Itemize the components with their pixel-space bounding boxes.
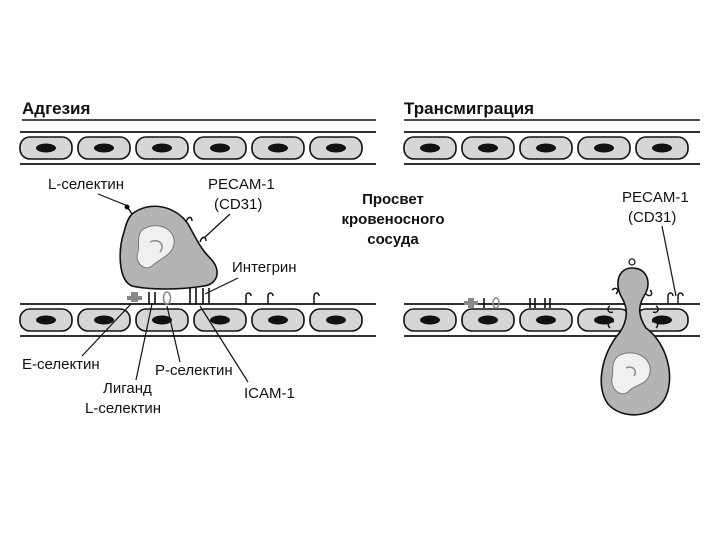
- label-ligand-1: Лиганд: [103, 380, 152, 397]
- endothelial-nucleus: [36, 143, 56, 153]
- endothelial-nucleus: [326, 315, 346, 325]
- endothelial-nucleus: [420, 315, 440, 325]
- endothelial-nucleus: [268, 143, 288, 153]
- endothelial-nucleus: [594, 315, 614, 325]
- endothelial-nucleus: [268, 315, 288, 325]
- endothelial-nucleus: [152, 143, 172, 153]
- endothelial-nucleus: [536, 143, 556, 153]
- leukocyte-nucleus: [136, 225, 175, 269]
- endothelial-nucleus: [478, 143, 498, 153]
- leader-icam: [199, 305, 249, 383]
- label-pecam-left-2: (CD31): [214, 196, 262, 213]
- lumen-label-line1: Просвет: [362, 191, 424, 208]
- label-pecam-left-1: PECAM-1: [208, 176, 275, 193]
- title-transmigration: Трансмиграция: [404, 99, 534, 118]
- endothelium-top-right: [403, 131, 700, 165]
- label-e-selectin: E-селектин: [22, 356, 100, 373]
- lumen-label-line2: кровеносного: [341, 211, 444, 228]
- leader-pecam-left: [203, 213, 231, 239]
- label-icam: ICAM-1: [244, 385, 295, 402]
- label-pecam-right-1: PECAM-1: [622, 189, 689, 206]
- leader-p-selectin: [166, 305, 181, 363]
- leader-l-selectin: [97, 193, 129, 207]
- endothelial-nucleus: [594, 143, 614, 153]
- transmigration-molecules: [464, 297, 551, 309]
- leukocyte-transmigrating: [600, 258, 671, 416]
- leader-integrin: [204, 277, 239, 295]
- leukocyte-nucleus-transmigrating: [611, 352, 651, 395]
- endothelial-nucleus: [210, 143, 230, 153]
- leader-ligand: [135, 303, 153, 381]
- endothelium-bottom-left: [19, 303, 376, 337]
- endothelium-bottom-right: [403, 303, 700, 337]
- pecam-hooks-transmigration: [607, 287, 684, 329]
- l-selectin-marker: [124, 204, 133, 215]
- endothelial-nucleus: [94, 143, 114, 153]
- label-integrin: Интегрин: [232, 259, 297, 276]
- leukocyte-adhesion: [119, 205, 218, 290]
- endothelium-top-left: [19, 131, 376, 165]
- endothelial-nucleus: [652, 315, 672, 325]
- leader-pecam-right: [661, 225, 677, 297]
- label-l-selectin: L-селектин: [48, 176, 124, 193]
- endothelial-nucleus: [36, 315, 56, 325]
- leader-e-selectin: [81, 303, 132, 357]
- endothelial-nucleus: [94, 315, 114, 325]
- endothelium-hooks-left: [245, 292, 320, 304]
- endothelial-nucleus: [152, 315, 172, 325]
- endothelial-nucleus: [536, 315, 556, 325]
- lumen-label-line3: сосуда: [367, 231, 419, 248]
- endothelial-nucleus: [326, 143, 346, 153]
- title-adhesion: Адгезия: [22, 99, 90, 118]
- label-pecam-right-2: (CD31): [628, 209, 676, 226]
- endothelial-nucleus: [652, 143, 672, 153]
- pecam-hooks-leukocyte: [185, 216, 207, 243]
- endothelial-nucleus: [478, 315, 498, 325]
- label-p-selectin: P-селектин: [155, 362, 233, 379]
- endothelial-nucleus: [210, 315, 230, 325]
- label-ligand-2: L-селектин: [85, 400, 161, 417]
- adhesion-molecules: [127, 288, 210, 305]
- endothelial-nucleus: [420, 143, 440, 153]
